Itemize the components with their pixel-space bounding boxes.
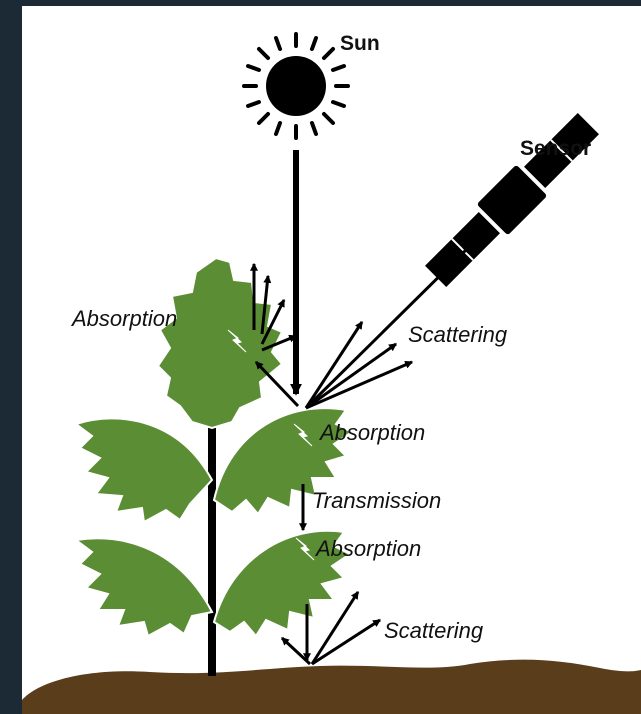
sun-label: Sun [340, 32, 380, 55]
absorption-label-upper: Absorption [70, 306, 177, 331]
scattering-label-ground: Scattering [384, 618, 484, 643]
transmission-label: Transmission [312, 488, 441, 513]
scattering-label-upper: Scattering [408, 322, 508, 347]
absorption-label-lower: Absorption [314, 536, 421, 561]
absorption-label-mid: Absorption [318, 420, 425, 445]
sensor-label: Sensor [520, 137, 591, 160]
